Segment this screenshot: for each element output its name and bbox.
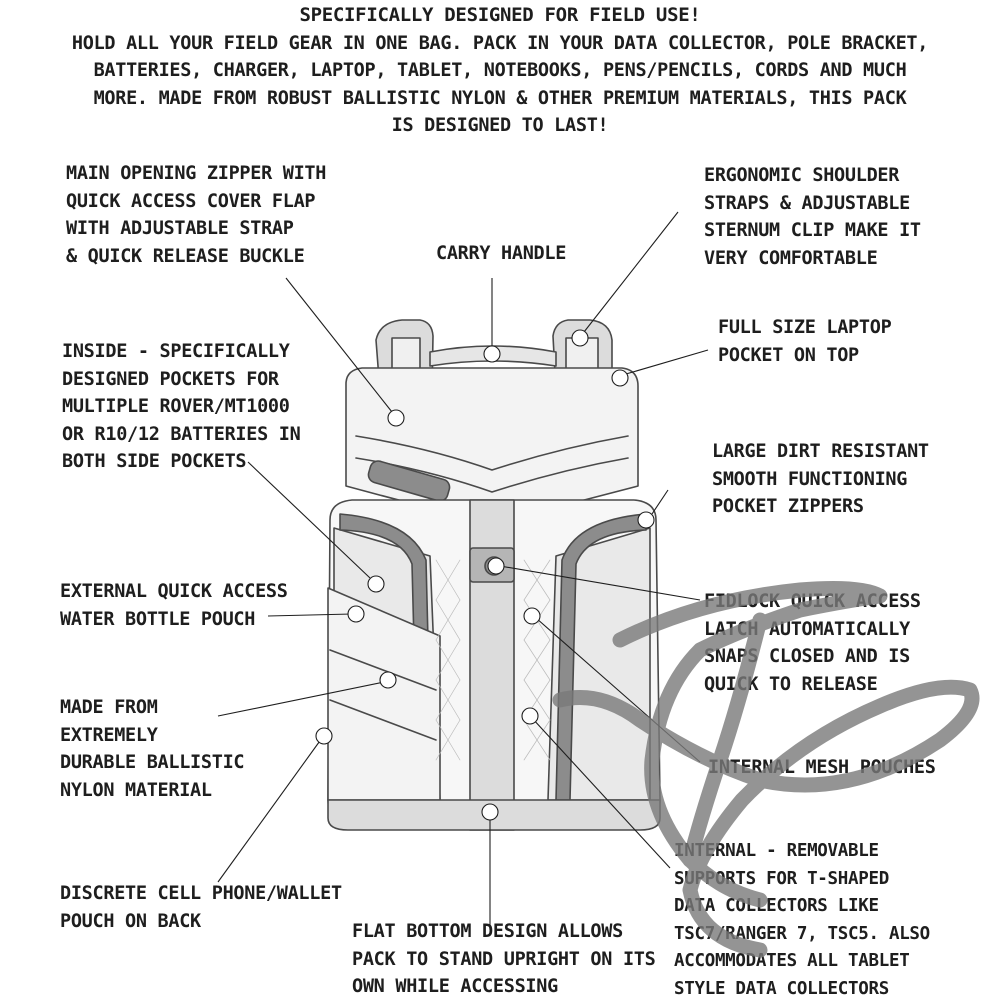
- diagram-canvas: SPECIFICALLY DESIGNED FOR FIELD USE! HOL…: [0, 0, 1000, 1000]
- watermark-scribble: [0, 0, 1000, 1000]
